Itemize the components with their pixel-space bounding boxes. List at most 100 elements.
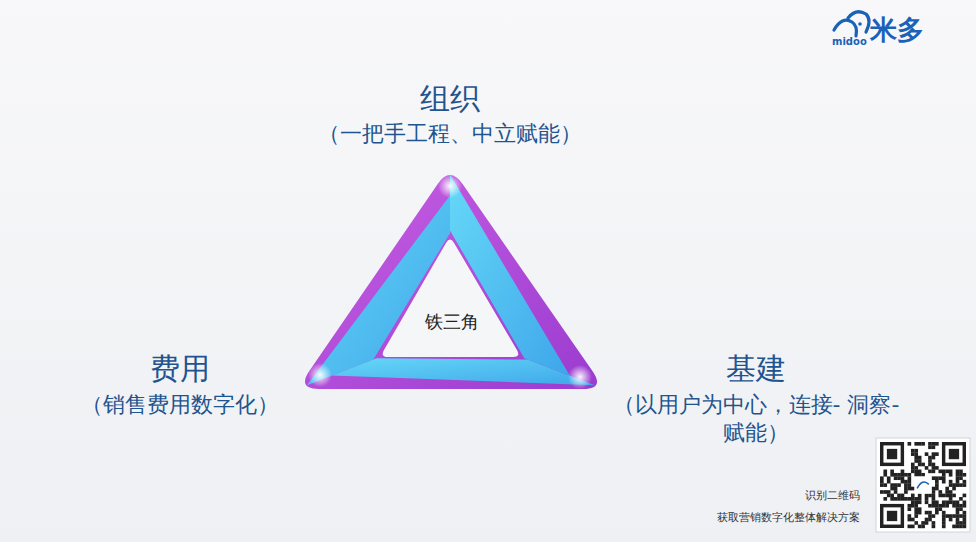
qr-module xyxy=(932,497,936,501)
qr-module xyxy=(959,470,963,474)
qr-module xyxy=(959,497,963,501)
brand-logo: midoo xyxy=(832,36,867,49)
qr-module xyxy=(935,504,939,508)
qr-module xyxy=(949,480,953,484)
qr-module xyxy=(914,500,918,504)
qr-module xyxy=(894,483,898,487)
qr-module xyxy=(911,504,915,508)
qr-module xyxy=(908,518,912,522)
qr-module xyxy=(935,507,939,511)
center-label: 铁三角 xyxy=(425,310,479,334)
qr-module xyxy=(887,480,891,484)
qr-module xyxy=(963,518,967,522)
qr-module xyxy=(932,487,936,491)
qr-module xyxy=(921,473,925,477)
qr-module xyxy=(932,500,936,504)
qr-module xyxy=(959,507,963,511)
qr-module xyxy=(918,470,922,474)
pillar-note: （一把手工程、中立赋能） xyxy=(318,120,582,148)
qr-module xyxy=(914,442,918,446)
qr-module xyxy=(942,511,946,515)
qr-module xyxy=(956,480,960,484)
qr-module xyxy=(897,494,901,498)
qr-module xyxy=(921,521,925,525)
qr-module xyxy=(952,487,956,491)
qr-module xyxy=(938,476,942,480)
qr-module xyxy=(914,466,918,470)
qr-module xyxy=(914,470,918,474)
qr-module xyxy=(894,473,898,477)
qr-module xyxy=(914,521,918,525)
qr-module xyxy=(914,449,918,453)
qr-module xyxy=(897,497,901,501)
qr-module xyxy=(959,483,963,487)
qr-module xyxy=(883,497,887,501)
qr-module xyxy=(956,514,960,518)
qr-module xyxy=(883,473,887,477)
qr-module xyxy=(925,500,929,504)
qr-module xyxy=(959,521,963,525)
qr-module xyxy=(890,470,894,474)
qr-module xyxy=(911,449,915,453)
qr-caption: 识别二维码 xyxy=(805,489,860,503)
qr-module xyxy=(921,442,925,446)
qr-module xyxy=(928,456,932,460)
qr-module xyxy=(963,521,967,525)
qr-module xyxy=(942,476,946,480)
qr-module xyxy=(928,445,932,449)
qr-module xyxy=(942,514,946,518)
qr-module xyxy=(932,476,936,480)
qr-module xyxy=(932,525,936,529)
qr-module xyxy=(890,483,894,487)
qr-finder xyxy=(883,507,900,524)
qr-module xyxy=(914,507,918,511)
qr-module xyxy=(918,459,922,463)
qr-module xyxy=(880,490,884,494)
qr-finder xyxy=(883,445,900,462)
qr-module xyxy=(945,490,949,494)
glow-dot xyxy=(438,174,462,198)
qr-module xyxy=(908,483,912,487)
qr-module xyxy=(887,476,891,480)
qr-module xyxy=(904,497,908,501)
qr-module xyxy=(908,476,912,480)
pillar-note: （销售费用数字化） xyxy=(81,391,279,419)
qr-module xyxy=(908,480,912,484)
qr-module xyxy=(932,504,936,508)
qr-module xyxy=(908,525,912,529)
qr-module xyxy=(883,490,887,494)
qr-module xyxy=(935,452,939,456)
qr-module xyxy=(918,463,922,467)
qr-module xyxy=(894,487,898,491)
qr-module xyxy=(911,518,915,522)
qr-finder xyxy=(949,449,959,459)
qr-module xyxy=(963,525,967,529)
qr-module xyxy=(914,497,918,501)
qr-module xyxy=(932,445,936,449)
qr-module xyxy=(942,470,946,474)
qr-module xyxy=(956,483,960,487)
qr-module xyxy=(932,463,936,467)
qr-finder xyxy=(887,511,897,521)
qr-module xyxy=(942,494,946,498)
qr-module xyxy=(949,490,953,494)
qr-module xyxy=(914,473,918,477)
qr-module xyxy=(901,470,905,474)
qr-module xyxy=(914,459,918,463)
qr-module xyxy=(956,476,960,480)
qr-module xyxy=(942,518,946,522)
qr-module xyxy=(956,473,960,477)
qr-module xyxy=(935,476,939,480)
qr-module xyxy=(918,456,922,460)
qr-finder xyxy=(880,442,904,466)
qr-module xyxy=(901,494,905,498)
qr-module xyxy=(918,494,922,498)
qr-module xyxy=(932,466,936,470)
qr-module xyxy=(952,504,956,508)
glow-dot xyxy=(568,365,592,389)
qr-module xyxy=(935,480,939,484)
qr-module xyxy=(887,490,891,494)
qr-module xyxy=(928,511,932,515)
qr-module xyxy=(956,525,960,529)
qr-module xyxy=(890,497,894,501)
